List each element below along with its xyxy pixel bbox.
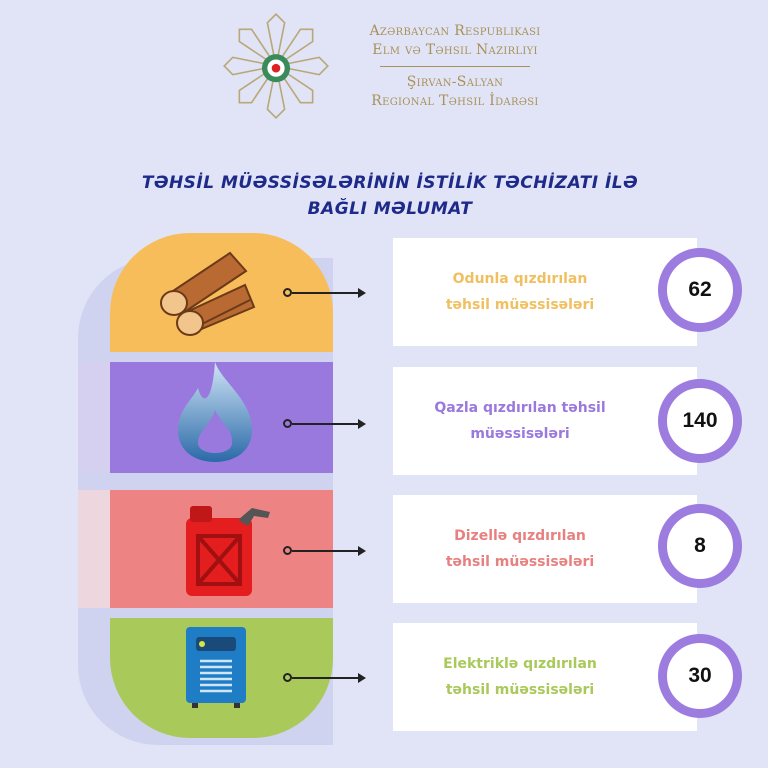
info-card-gas: Qazla qızdırılan təhsil müəssisələri (393, 367, 697, 475)
gas-flame-icon (178, 362, 252, 462)
connector-dot (283, 546, 292, 555)
connector-dot (283, 673, 292, 682)
title-line: TƏHSİL MÜƏSSİSƏLƏRİNİN İSTİLİK TƏCHİZATI… (141, 173, 639, 193)
org-line: Şirvan-Salyan (406, 74, 504, 90)
card-label: Qazla qızdırılan təhsil müəssisələri (434, 400, 606, 442)
fuel-canister-icon (186, 506, 270, 596)
card-label: Dizellə qızdırılan təhsil müəssisələri (445, 528, 595, 570)
count-badge: 62 (658, 248, 742, 332)
strip (78, 362, 110, 473)
divider (380, 66, 530, 67)
info-card-diesel: Dizellə qızdırılan təhsil müəssisələri (393, 495, 697, 603)
connector-dot (283, 288, 292, 297)
electric-heater-icon (186, 627, 246, 708)
org-line: Regional Təhsil İdarəsi (371, 93, 539, 109)
firewood-icon (160, 251, 256, 336)
arrow (292, 546, 366, 556)
organization-name: Azərbaycan Respublikası Elm və Təhsil Na… (335, 22, 575, 111)
count-badge: 140 (658, 379, 742, 463)
page-title: TƏHSİL MÜƏSSİSƏLƏRİNİN İSTİLİK TƏCHİZATI… (100, 170, 680, 222)
arrow (292, 288, 366, 298)
arrow (292, 419, 366, 429)
org-line: Elm və Təhsil Nazirliyi (372, 42, 538, 58)
count-badge: 30 (658, 634, 742, 718)
org-line: Azərbaycan Respublikası (369, 23, 541, 39)
strip (78, 490, 110, 608)
card-label: Odunla qızdırılan təhsil müəssisələri (445, 271, 595, 313)
title-line: BAĞLI MƏLUMAT (307, 199, 473, 219)
info-card-electric: Elektriklə qızdırılan təhsil müəssisələr… (393, 623, 697, 731)
connector-dot (283, 419, 292, 428)
ministry-logo (223, 13, 329, 119)
arrow (292, 673, 366, 683)
count-badge: 8 (658, 504, 742, 588)
info-card-wood: Odunla qızdırılan təhsil müəssisələri (393, 238, 697, 346)
card-label: Elektriklə qızdırılan təhsil müəssisələr… (443, 656, 597, 698)
